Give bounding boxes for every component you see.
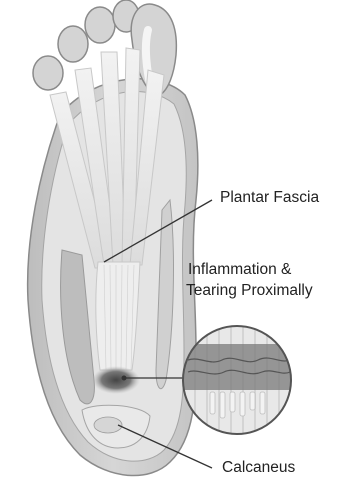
- magnified-inset: [183, 326, 291, 434]
- calcaneus-fat-pad: [94, 417, 122, 433]
- label-calcaneus: Calcaneus: [222, 458, 295, 478]
- toe-third: [85, 7, 115, 43]
- inflammation-dot: [122, 376, 127, 381]
- inflamed-origin: [92, 366, 140, 394]
- label-inflammation-line1: Inflammation &: [188, 260, 291, 280]
- toe-little: [33, 56, 63, 90]
- toe-fourth: [58, 26, 88, 62]
- label-inflammation-line2: Tearing Proximally: [186, 281, 313, 301]
- label-plantar-fascia: Plantar Fascia: [220, 188, 319, 208]
